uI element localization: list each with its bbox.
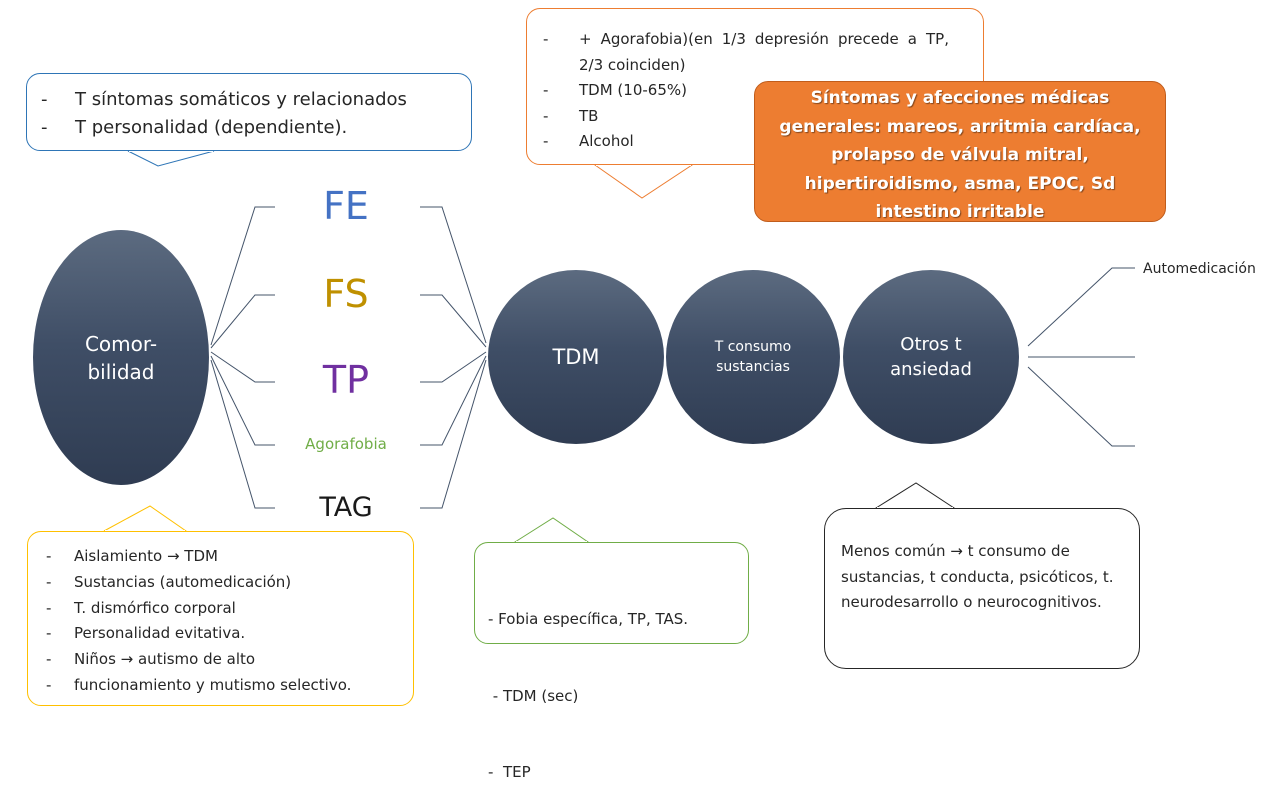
otros-t-ansiedad-node: Otros t ansiedad [843,270,1019,444]
connector-tp-left [210,351,275,383]
callout-bottom-right: Menos común → t consumo de sustancias, t… [824,508,1140,669]
callout-bottom-left-item-5: Niños → autismo de alto [74,650,256,669]
callout-bottom-center-line-3: - TEP [488,763,531,781]
tail-bottom-left [103,505,188,532]
t-consumo-sustancias-label: T consumo sustancias [714,339,792,375]
node-fe: FE [296,184,396,228]
connector-lines [210,206,1135,509]
tail-top-center [593,164,694,199]
callout-bottom-left-item-3: T. dismórfico corporal [74,598,236,617]
connector-fs-left [210,294,275,349]
connector-agorafobia-left [210,355,275,446]
tail-bottom-right [874,482,956,509]
node-agorafobia: Agorafobia [286,434,406,454]
node-tp-label: TP [322,358,370,402]
tail-top-left [127,150,215,167]
callout-bottom-left-item-4: Personalidad evitativa. [74,624,246,643]
comorbilidad-label: Comor- bilidad [84,331,158,384]
callout-bottom-center: - Fobia específica, TP, TAS. - TDM (sec)… [474,542,749,781]
t-consumo-sustancias-node: T consumo sustancias [666,270,840,444]
node-fs: FS [296,272,396,316]
callout-top-left: -T síntomas somáticos y relacionados - T… [26,73,472,151]
callout-top-center-item-2: TDM (10-65%) [579,81,687,99]
connector-tag-left [210,359,275,509]
otros-t-ansiedad-label: Otros t ansiedad [890,334,972,380]
tdm-node: TDM [488,270,664,444]
connector-bottom [1027,366,1135,447]
callout-orange-text: Síntomas y afecciones médicas generales:… [779,88,1141,222]
node-tag-label: TAG [319,492,373,523]
tdm-label: TDM [552,345,600,369]
node-agorafobia-label: Agorafobia [305,435,387,453]
connector-agorafobia-right [420,355,487,446]
callout-top-center-item-1: + Agorafobia)(en 1/3 depresión precede a… [579,30,949,74]
callout-top-center-item-3: TB [579,106,599,125]
connector-fs-right [420,294,487,348]
callout-bottom-left-item-1: Aislamiento → TDM [74,547,218,565]
callout-top-left-item-2: T personalidad (dependiente). [75,117,348,138]
connector-fe-left [210,206,275,346]
comorbilidad-node: Comor- bilidad [33,230,209,485]
callout-top-center-item-4: Alcohol [579,132,634,150]
callout-bottom-left-item-2: Sustancias (automedicación) [74,572,292,591]
automedicacion-label: Automedicación [1143,261,1256,277]
callout-bottom-right-text: Menos común → t consumo de sustancias, t… [841,542,1114,611]
connector-automedicacion [1027,267,1135,347]
node-tag: TAG [286,492,406,524]
callout-bottom-center-line-1: - Fobia específica, TP, TAS. [488,610,689,628]
callout-orange: Síntomas y afecciones médicas generales:… [754,81,1166,222]
connector-tag-right [420,359,487,509]
callout-bottom-left-item-6: funcionamiento y mutismo selectivo. [74,675,352,694]
connector-tp-right [420,351,487,383]
callout-bottom-center-line-2: - TDM (sec) [488,686,579,705]
tail-bottom-center [513,517,590,543]
connector-fe-right [420,206,487,344]
callout-bottom-left: -Aislamiento → TDM -Sustancias (automedi… [27,531,414,706]
node-fs-label: FS [323,272,369,316]
node-fe-label: FE [323,184,369,228]
callout-top-left-item-1: T síntomas somáticos y relacionados [75,89,407,110]
node-tp: TP [296,358,396,402]
